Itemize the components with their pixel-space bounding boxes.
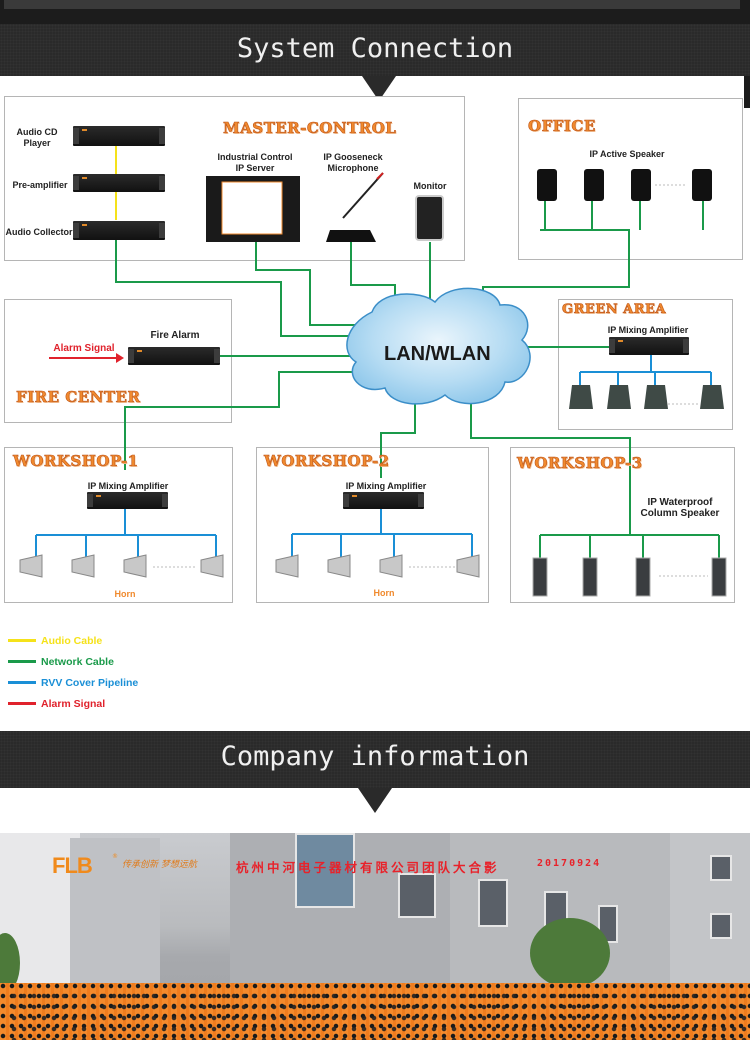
photo-slogan: 传承创新 梦想远航 — [122, 860, 197, 870]
legend-item-network-cable: Network Cable — [8, 651, 138, 672]
flb-logo: FLB — [52, 853, 93, 878]
tree — [530, 918, 610, 988]
legend-swatch — [8, 681, 36, 684]
top-strip — [0, 0, 750, 24]
legend: Audio Cable Network Cable RVV Cover Pipe… — [8, 630, 138, 714]
legend-swatch — [8, 702, 36, 705]
zone-title-master-control: MASTER-CONTROL — [223, 119, 397, 138]
label-microphone: IP Gooseneck Microphone — [323, 152, 383, 173]
photo-date: 20170924 — [537, 858, 602, 869]
building-left — [70, 838, 160, 983]
registered-mark: ® — [112, 853, 118, 860]
legend-item-audio-cable: Audio Cable — [8, 630, 138, 651]
green-area-amplifier-device — [609, 337, 689, 355]
team-photo: FLB ® 传承创新 梦想远航 杭州中河电子器材有限公司团队大合影 201709… — [0, 833, 750, 1040]
window — [398, 873, 436, 918]
pre-amplifier-device — [73, 174, 165, 192]
label-alarm-signal: Alarm Signal — [53, 343, 115, 354]
fire-alarm-device — [128, 347, 220, 365]
label-ip-server: Industrial Control IP Server — [217, 152, 293, 173]
zone-workshop-2 — [256, 447, 489, 603]
zone-title-fire-center: FIRE CENTER — [16, 388, 141, 407]
label-green-area-amplifier: IP Mixing Amplifier — [607, 325, 689, 335]
label-monitor: Monitor — [413, 181, 447, 191]
workshop-1-amplifier-device — [87, 492, 168, 509]
company-information-banner: Company information — [0, 731, 750, 788]
zone-title-workshop-2: WORKSHOP-2 — [264, 452, 390, 471]
window — [295, 833, 355, 908]
zone-workshop-1 — [4, 447, 233, 603]
label-pre-amplifier: Pre-amplifier — [12, 180, 68, 190]
label-horn-ws1: Horn — [114, 589, 136, 599]
label-fire-alarm: Fire Alarm — [150, 330, 200, 341]
legend-label: RVV Cover Pipeline — [41, 676, 139, 689]
audio-cd-player-device — [73, 126, 165, 146]
legend-label: Alarm Signal — [41, 697, 106, 710]
label-workshop-1-amplifier: IP Mixing Amplifier — [87, 481, 169, 491]
label-column-speaker: IP Waterproof Column Speaker — [640, 497, 720, 519]
legend-swatch — [8, 639, 36, 642]
legend-label: Network Cable — [41, 655, 114, 668]
network-label: LAN/WLAN — [384, 343, 491, 365]
window — [710, 913, 732, 939]
audio-collector-device — [73, 221, 165, 240]
workshop-2-amplifier-device — [343, 492, 424, 509]
zone-title-workshop-1: WORKSHOP-1 — [13, 452, 139, 471]
tree — [0, 933, 20, 993]
window — [710, 855, 732, 881]
side-mark — [744, 76, 750, 108]
legend-label: Audio Cable — [41, 634, 103, 647]
legend-item-alarm-signal: Alarm Signal — [8, 693, 138, 714]
company-information-title: Company information — [220, 741, 530, 772]
system-connection-title: System Connection — [236, 33, 514, 64]
zone-title-workshop-3: WORKSHOP-3 — [517, 454, 643, 473]
zone-title-green-area: GREEN AREA — [562, 302, 667, 318]
label-horn-ws2: Horn — [373, 588, 395, 598]
label-audio-cd-player: Audio CD Player — [16, 127, 58, 148]
label-ip-active-speaker: IP Active Speaker — [589, 149, 665, 159]
legend-item-rvv-cover-pipeline: RVV Cover Pipeline — [8, 672, 138, 693]
top-strip-inner — [4, 0, 740, 9]
label-workshop-2-amplifier: IP Mixing Amplifier — [345, 481, 427, 491]
label-audio-collector: Audio Collector — [5, 227, 73, 237]
legend-swatch — [8, 660, 36, 663]
banner-pointer — [358, 788, 392, 813]
zone-green-area — [558, 299, 733, 430]
zone-title-office: OFFICE — [528, 117, 596, 136]
team-crowd-heads — [10, 993, 750, 1040]
system-connection-banner: System Connection — [0, 24, 750, 76]
photo-caption: 杭州中河电子器材有限公司团队大合影 — [236, 860, 500, 875]
window — [478, 879, 508, 927]
